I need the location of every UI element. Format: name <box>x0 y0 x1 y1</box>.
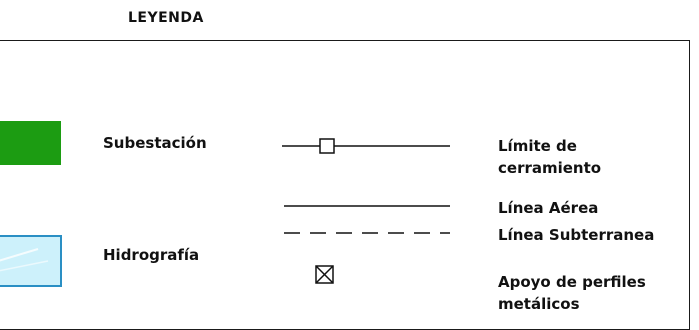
linea-subterranea-label: Línea Subterranea <box>498 226 655 244</box>
linea-subterranea-symbol <box>284 232 450 234</box>
legend-title: LEYENDA <box>128 10 204 26</box>
hidrografia-swatch <box>0 235 62 287</box>
apoyo-metalico-icon <box>315 265 334 284</box>
subestacion-label: Subestación <box>103 134 207 152</box>
limite-cerramiento-symbol <box>282 138 450 154</box>
apoyo-label: Apoyo de perfiles metálicos <box>498 273 646 313</box>
limite-square-marker <box>319 138 335 154</box>
hidrografia-label: Hidrografía <box>103 246 200 264</box>
limite-label: Límite de cerramiento <box>498 137 602 177</box>
subestacion-swatch <box>0 121 61 165</box>
hidrografia-swatch-pattern <box>0 248 49 272</box>
linea-aerea-label: Línea Aérea <box>498 199 599 217</box>
linea-aerea-symbol <box>284 205 450 207</box>
